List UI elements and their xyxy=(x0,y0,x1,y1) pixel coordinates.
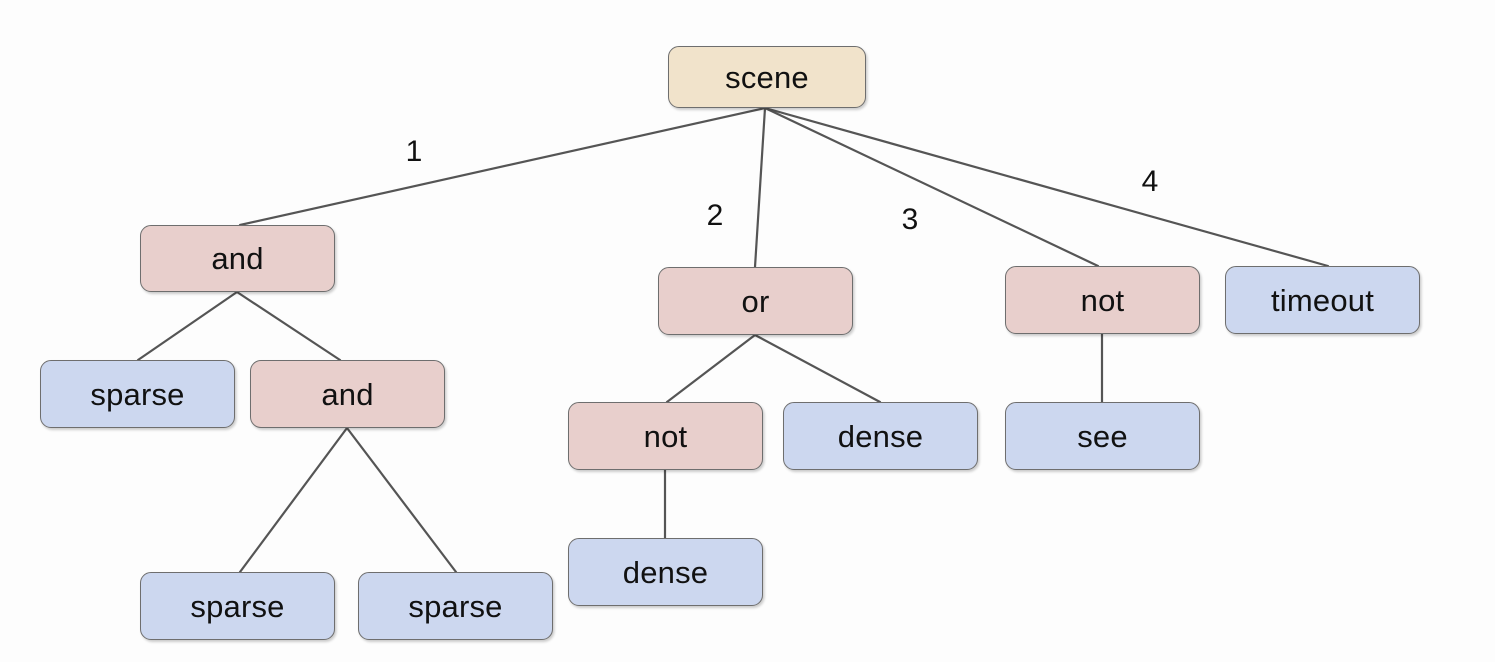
edge-label-4: 4 xyxy=(1141,165,1159,198)
tree-node-dense1[interactable]: dense xyxy=(783,402,978,470)
tree-node-not2[interactable]: not xyxy=(568,402,763,470)
edge-label-1: 1 xyxy=(405,135,423,168)
tree-node-timeout1[interactable]: timeout xyxy=(1225,266,1420,334)
edge-label-2: 2 xyxy=(706,199,724,232)
tree-node-or1[interactable]: or xyxy=(658,267,853,335)
edge-scene-to-timeout1 xyxy=(763,106,1330,268)
edge-and1-to-sparse1 xyxy=(136,290,239,362)
tree-node-not1[interactable]: not xyxy=(1005,266,1200,334)
tree-node-and2[interactable]: and xyxy=(250,360,445,428)
tree-node-sparse2[interactable]: sparse xyxy=(140,572,335,640)
edge-scene-to-and1 xyxy=(238,106,767,227)
tree-node-and1[interactable]: and xyxy=(140,225,335,292)
edge-scene-to-not1 xyxy=(763,106,1100,268)
tree-node-sparse3[interactable]: sparse xyxy=(358,572,553,640)
tree-node-sparse1[interactable]: sparse xyxy=(40,360,235,428)
tree-node-see1[interactable]: see xyxy=(1005,402,1200,470)
tree-node-dense2[interactable]: dense xyxy=(568,538,763,606)
edge-or1-to-not2 xyxy=(665,333,757,404)
edge-scene-to-or1 xyxy=(753,106,767,269)
edge-label-3: 3 xyxy=(901,203,919,236)
edge-or1-to-dense1 xyxy=(753,333,882,404)
edge-and2-to-sparse3 xyxy=(345,426,458,574)
edge-and2-to-sparse2 xyxy=(238,426,349,574)
edge-and1-to-and2 xyxy=(235,290,342,362)
tree-node-scene[interactable]: scene xyxy=(668,46,866,108)
